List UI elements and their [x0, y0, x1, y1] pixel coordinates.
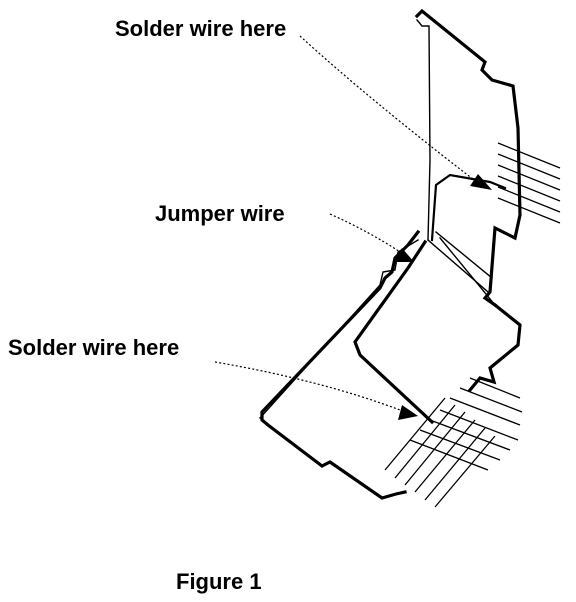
lower-pins: [384, 377, 523, 508]
upper-board-left-edge: [416, 19, 431, 241]
lower-board-right: [467, 302, 522, 393]
arrow-solder-top: [470, 174, 492, 190]
leader-jumper: [329, 213, 414, 262]
label-solder-bottom: Solder wire here: [8, 335, 179, 360]
label-solder-top: Solder wire here: [115, 16, 286, 41]
upper-pins: [497, 142, 561, 224]
arrow-jumper: [394, 248, 414, 262]
upper-board-outline: [414, 8, 522, 308]
lower-board-inner: [353, 239, 435, 425]
label-jumper: Jumper wire: [155, 201, 285, 226]
upper-board: [414, 8, 522, 308]
upper-fold: [430, 173, 507, 242]
leader-solder-bottom: [214, 361, 418, 420]
leader-solder-top: [299, 35, 492, 190]
lower-board: [259, 229, 522, 500]
figure-caption: Figure 1: [176, 569, 262, 594]
arrow-solder-bottom: [398, 405, 418, 420]
lower-board-outline: [260, 229, 421, 500]
